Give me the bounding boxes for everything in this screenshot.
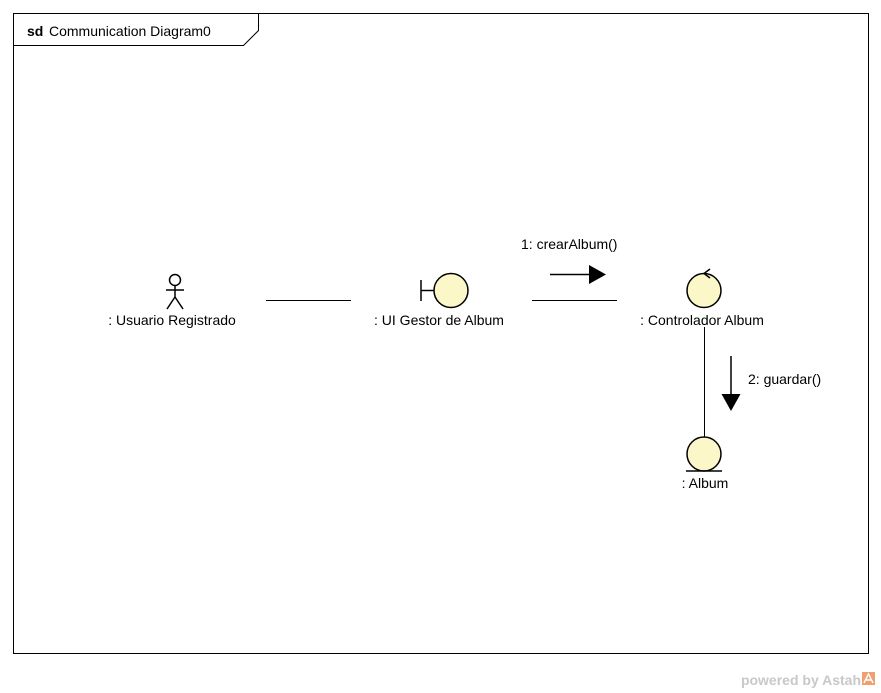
arrow-right-icon xyxy=(550,265,606,284)
control-icon xyxy=(686,268,722,309)
actor-icon xyxy=(166,273,184,310)
boundary-icon xyxy=(420,272,469,309)
frame-keyword: sd xyxy=(27,23,43,39)
frame-name-tab xyxy=(13,13,259,46)
message-2[interactable]: 2: guardar() xyxy=(721,356,822,411)
boundary-ui-gestor-de-album[interactable]: : UI Gestor de Album xyxy=(374,272,504,329)
actor-label: : Usuario Registrado xyxy=(108,312,236,328)
boundary-label: : UI Gestor de Album xyxy=(374,312,504,328)
message-1-label: 1: crearAlbum() xyxy=(521,236,617,252)
control-controlador-album[interactable]: : Controlador Album xyxy=(640,268,764,328)
entity-label: : Album xyxy=(682,475,729,491)
frame-title: Communication Diagram0 xyxy=(49,23,211,39)
watermark: powered by Astah xyxy=(741,672,875,688)
arrow-down-icon xyxy=(721,356,741,411)
watermark-text: powered by Astah xyxy=(741,672,861,688)
message-1[interactable]: 1: crearAlbum() xyxy=(521,236,617,284)
actor-usuario-registrado[interactable]: : Usuario Registrado xyxy=(108,273,236,329)
message-2-label: 2: guardar() xyxy=(748,371,821,387)
entity-icon xyxy=(686,436,722,472)
control-label: : Controlador Album xyxy=(640,312,764,328)
astah-logo-icon xyxy=(862,672,875,685)
diagram-frame xyxy=(13,13,869,654)
entity-album[interactable]: : Album xyxy=(682,436,729,491)
